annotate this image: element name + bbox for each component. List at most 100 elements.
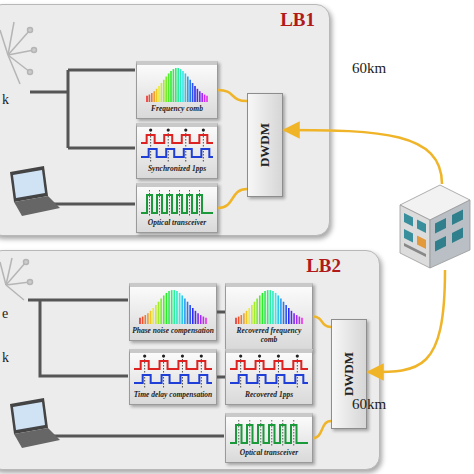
distance-label: 60km [352, 396, 386, 413]
device-label: Time delay compensation [130, 391, 216, 400]
comb-line [272, 291, 274, 324]
comb-line [267, 290, 269, 324]
comb-line [201, 93, 203, 102]
comb-line [147, 313, 149, 324]
comb-line [168, 73, 170, 102]
comb-line [187, 76, 189, 102]
pulse-wave [230, 375, 308, 383]
data-wave [230, 425, 308, 443]
lab-panel: LB2Phase noise compensationRecovered fre… [0, 250, 380, 470]
comb-line [176, 291, 178, 324]
comb-line [251, 305, 253, 324]
comb-line [160, 298, 162, 324]
comb-line [158, 86, 160, 102]
comb-line [264, 291, 266, 324]
tick-dot [277, 354, 280, 357]
comb-line [189, 305, 191, 324]
comb-line [187, 302, 189, 324]
tick-dot [296, 354, 299, 357]
tick-dot [143, 354, 146, 357]
comb-line [155, 305, 157, 324]
comb-line [200, 315, 202, 324]
comb-icon [130, 287, 216, 327]
comb-line [246, 311, 248, 324]
tick-dot [149, 128, 152, 131]
dwdm-box: DWDM [247, 93, 283, 197]
device-label: Optical transceiver [137, 219, 217, 228]
device-label: Recovered 1pps [226, 391, 312, 400]
comb-line [235, 318, 237, 324]
comb-line [283, 302, 285, 324]
comb-line [248, 308, 250, 324]
comb-icon [137, 65, 217, 105]
tick-dot [167, 128, 170, 131]
dwdm-label: DWDM [257, 123, 273, 167]
comb-line [277, 295, 279, 324]
pulse-wave [141, 135, 213, 143]
comb-line [195, 311, 197, 324]
comb-line [165, 76, 167, 102]
comb-line [299, 317, 301, 324]
comb-line [139, 318, 141, 324]
cut-label: k [2, 92, 9, 108]
comb-line [262, 293, 264, 324]
device-label: Synchronized 1pps [137, 165, 217, 174]
comb-line [146, 96, 148, 102]
pps-icon [130, 353, 216, 391]
device-label: Phase noise compensation [130, 327, 216, 336]
comb-line [301, 318, 303, 324]
comb-line [285, 305, 287, 324]
comb-line [280, 298, 282, 324]
comb-line [205, 318, 207, 324]
pps-icon [226, 353, 312, 391]
comb-line [152, 308, 154, 324]
device-box: Frequency comb [136, 61, 218, 119]
comb-line [254, 302, 256, 324]
comb-line [206, 96, 208, 102]
device-box: Synchronized 1pps [136, 123, 218, 179]
comb-line [144, 315, 146, 324]
comb-line [238, 317, 240, 324]
comb-line [153, 91, 155, 102]
pulse-wave [141, 149, 213, 157]
device-box: Recovered frequency comb [225, 283, 313, 350]
comb-line [199, 91, 201, 102]
comb-line [151, 93, 153, 102]
device-box: Optical transceiver [225, 413, 313, 463]
tick-dot [184, 128, 187, 131]
pulse-wave [134, 375, 212, 383]
comb-line [163, 80, 165, 102]
comb-line [184, 298, 186, 324]
comb-line [185, 73, 187, 102]
pps-icon [137, 127, 217, 165]
comb-line [192, 83, 194, 102]
comb-line [181, 295, 183, 324]
device-box: Optical transceiver [136, 183, 218, 233]
comb-line [194, 86, 196, 102]
comb-line [171, 290, 173, 324]
comb-line [243, 313, 245, 324]
comb-line [197, 89, 199, 102]
comb-line [240, 315, 242, 324]
dwdm-label: DWDM [341, 352, 357, 396]
tick-dot [258, 354, 261, 357]
comb-line [156, 89, 158, 102]
comb-line [192, 308, 194, 324]
tx-icon [226, 417, 312, 449]
comb-line [149, 95, 151, 102]
lab-name: LB1 [280, 9, 315, 31]
device-label: Recovered frequency comb [226, 327, 312, 344]
comb-line [204, 95, 206, 102]
data-wave [141, 195, 213, 213]
comb-line [180, 69, 182, 102]
tick-dot [181, 354, 184, 357]
comb-line [166, 293, 168, 324]
tick-dot [162, 354, 165, 357]
comb-line [150, 311, 152, 324]
cut-label: k [2, 350, 9, 366]
comb-line [288, 308, 290, 324]
pulse-wave [230, 361, 308, 369]
tick-dot [239, 354, 242, 357]
comb-icon [226, 287, 312, 327]
